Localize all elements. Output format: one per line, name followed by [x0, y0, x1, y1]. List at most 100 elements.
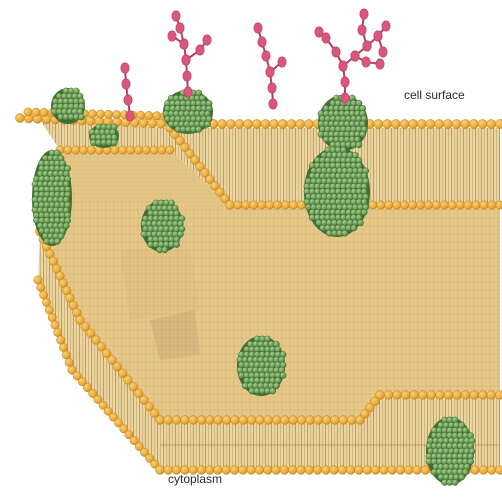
lipid-head [242, 201, 250, 209]
lipid-head [297, 416, 306, 425]
lipid-head [416, 201, 424, 209]
lipid-head [404, 466, 413, 475]
lipid-head [244, 119, 253, 128]
lipid-head [45, 306, 53, 314]
lipid-head [104, 110, 112, 118]
lipid-head [258, 201, 266, 209]
lipid-head [261, 119, 270, 128]
lipid-head [391, 119, 400, 128]
lipid-head [137, 111, 145, 119]
lipid-head [263, 466, 272, 475]
lipid-head [376, 391, 385, 400]
lipid-head [281, 201, 289, 209]
lipid-head [419, 391, 428, 400]
lipid-head [40, 291, 48, 299]
lipid-head [34, 276, 42, 284]
lipid-head [57, 336, 65, 344]
carbohydrate-branch-2b [168, 31, 188, 49]
lipid-head [59, 343, 67, 351]
lipid-head [270, 119, 279, 128]
lipid-head [440, 201, 448, 209]
lipid-head [444, 391, 453, 400]
lipid-head [496, 391, 502, 400]
lipid-head [230, 466, 239, 475]
lipid-head [222, 416, 231, 425]
lipid-head [214, 416, 223, 425]
lipid-head [37, 283, 45, 291]
lipid-head [495, 119, 502, 128]
lipid-head [461, 119, 470, 128]
lipid-head [231, 416, 240, 425]
lipid-head [421, 466, 430, 475]
lipid-head [88, 110, 96, 118]
lipid-head [239, 416, 248, 425]
lipid-head [313, 466, 322, 475]
lipid-head [87, 146, 95, 154]
lipid-head [426, 119, 435, 128]
lipid-head [181, 416, 190, 425]
lipid-head [435, 119, 444, 128]
lipid-head [314, 416, 323, 425]
lipid-head [305, 466, 314, 475]
lipid-head [153, 112, 161, 120]
lipid-head [79, 146, 87, 154]
lipid-head [222, 466, 231, 475]
lipid-head [287, 119, 296, 128]
lipid-head [252, 119, 261, 128]
lipid-head [96, 110, 104, 118]
lipid-head [401, 201, 409, 209]
lipid-head [264, 416, 273, 425]
lipid-head [72, 146, 80, 154]
lipid-head [461, 391, 470, 400]
lipid-head [393, 391, 402, 400]
lipid-head [496, 201, 502, 209]
lipid-head [385, 201, 393, 209]
lipid-head [304, 119, 313, 128]
lipid-head [388, 466, 397, 475]
lipid-head [142, 146, 150, 154]
lipid-head [424, 201, 432, 209]
lipid-head [347, 416, 356, 425]
lipid-head [469, 119, 478, 128]
lipid-head [355, 466, 364, 475]
carbohydrate-chain-2 [172, 11, 192, 97]
lipid-head [280, 466, 289, 475]
lipid-head [156, 416, 165, 425]
lipid-head [453, 391, 462, 400]
lipid-head [369, 201, 377, 209]
lipid-head [339, 416, 348, 425]
lipid-head [464, 201, 472, 209]
lipid-head [479, 466, 488, 475]
lipid-head [470, 391, 479, 400]
lipid-head [288, 466, 297, 475]
lipid-head [432, 201, 440, 209]
lipid-head [443, 119, 452, 128]
carbohydrate-chain-3 [254, 23, 277, 109]
lipid-head [479, 391, 488, 400]
lipid-head [413, 466, 422, 475]
lipid-head [496, 466, 502, 475]
lipid-head [145, 111, 153, 119]
lipid-head [393, 201, 401, 209]
protein-mid-surface [141, 200, 185, 253]
lipid-head [409, 119, 418, 128]
lipid-head [239, 466, 248, 475]
lipid-head [127, 146, 135, 154]
lipid-head [374, 119, 383, 128]
lipid-head [235, 119, 244, 128]
lipid-head [119, 146, 127, 154]
lipid-head [112, 110, 120, 118]
carbohydrate-branch-4d [374, 31, 387, 57]
lipid-head [417, 119, 426, 128]
lipid-head [247, 466, 256, 475]
lipid-head [255, 466, 264, 475]
lipid-head [401, 391, 410, 400]
lipid-head [24, 108, 32, 116]
lipid-head [48, 313, 56, 321]
lipid-head [281, 416, 290, 425]
lipid-head [380, 466, 389, 475]
lipid-head [166, 146, 174, 154]
lipid-head [64, 146, 72, 154]
